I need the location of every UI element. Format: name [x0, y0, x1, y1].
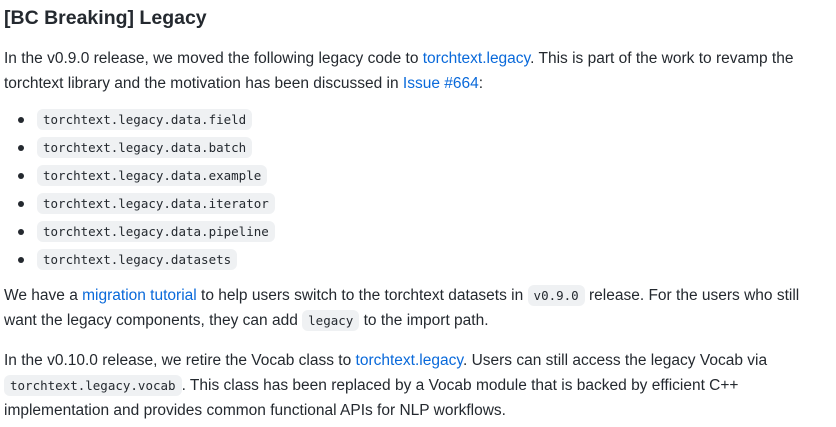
module-code: torchtext.legacy.data.pipeline	[37, 221, 275, 242]
bullet-icon	[18, 229, 24, 235]
module-code: torchtext.legacy.data.iterator	[37, 193, 275, 214]
list-item: torchtext.legacy.data.field	[18, 106, 832, 134]
issue-664-link[interactable]: Issue #664	[402, 75, 479, 92]
text: . Users can still access the legacy Voca…	[462, 352, 768, 369]
module-code: torchtext.legacy.data.batch	[37, 137, 253, 158]
module-code: torchtext.legacy.data.example	[37, 165, 268, 186]
text: We have a	[4, 287, 83, 304]
vocab-paragraph: In the v0.10.0 release, we retire the Vo…	[4, 348, 832, 423]
list-item: torchtext.legacy.data.pipeline	[18, 218, 832, 246]
bullet-icon	[18, 257, 24, 263]
intro-paragraph: In the v0.9.0 release, we moved the foll…	[4, 46, 832, 96]
legacy-code: legacy	[302, 310, 360, 331]
text: to help users switch to the torchtext da…	[196, 287, 528, 304]
list-item: torchtext.legacy.data.batch	[18, 134, 832, 162]
legacy-modules-list: torchtext.legacy.data.field torchtext.le…	[4, 106, 832, 274]
list-item: torchtext.legacy.data.example	[18, 162, 832, 190]
text: :	[478, 75, 484, 92]
text: . This is part of the work to revamp the…	[4, 50, 794, 92]
section-heading: [BC Breaking] Legacy	[4, 7, 207, 29]
module-code: torchtext.legacy.datasets	[37, 249, 238, 270]
torchtext-legacy-link[interactable]: torchtext.legacy	[422, 50, 531, 67]
text: . This class has been replaced by a Voca…	[4, 377, 739, 419]
migration-tutorial-link[interactable]: migration tutorial	[82, 287, 197, 304]
text: In the v0.10.0 release, we retire the Vo…	[4, 352, 356, 369]
text: In the v0.9.0 release, we moved the foll…	[4, 50, 423, 67]
bullet-icon	[18, 117, 24, 123]
list-item: torchtext.legacy.datasets	[18, 246, 832, 274]
vocab-code: torchtext.legacy.vocab	[4, 375, 182, 396]
torchtext-legacy-link-2[interactable]: torchtext.legacy	[355, 352, 463, 369]
module-code: torchtext.legacy.data.field	[37, 109, 253, 130]
version-code: v0.9.0	[527, 285, 585, 306]
migration-paragraph: We have a migration tutorial to help use…	[4, 283, 832, 333]
bullet-icon	[18, 201, 24, 207]
text: to the import path.	[359, 312, 489, 329]
bullet-icon	[18, 173, 24, 179]
text: release. For the users who still want th…	[4, 287, 800, 329]
bullet-icon	[18, 145, 24, 151]
list-item: torchtext.legacy.data.iterator	[18, 190, 832, 218]
